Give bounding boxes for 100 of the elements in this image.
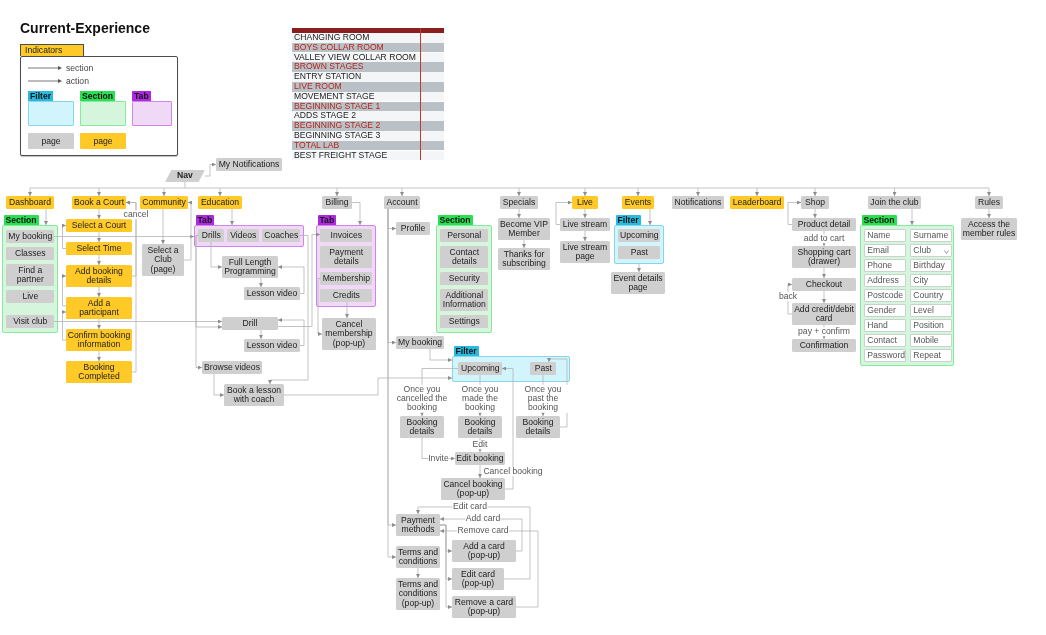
edge-label: Remove card (456, 526, 510, 536)
page-box: Account (384, 196, 420, 209)
page-box: Payment details (320, 246, 373, 269)
input-field: Gender (864, 304, 907, 318)
page-box: Find a partner (6, 264, 55, 287)
page-box: Dashboard (6, 196, 54, 209)
input-field: Position (910, 319, 953, 333)
page-box: Checkout (792, 278, 856, 291)
table-cell: VALLEY VIEW COLLAR ROOM (292, 52, 420, 63)
page-box: Add a card (pop-up) (452, 540, 516, 562)
edge-label: Cancel booking (482, 466, 544, 477)
page-box: Notifications (672, 196, 724, 209)
page-box: Browse videos (202, 361, 262, 374)
table-cell: CHANGING ROOM (292, 33, 420, 43)
page-box: Videos (227, 229, 260, 243)
edge-label: Once you cancelled the booking (394, 384, 450, 413)
input-field: Contact (864, 334, 907, 348)
edge-label: Edit card (452, 502, 488, 512)
input-field: City (910, 274, 953, 288)
page-box: Past (618, 246, 661, 260)
input-field: Phone (864, 259, 907, 273)
page-box: Select Time (66, 242, 132, 255)
table-cell: BEST FREIGHT STAGE (292, 150, 420, 161)
page-box: Lesson video (244, 287, 300, 300)
page-box: Shop (801, 196, 829, 209)
input-field: Repeat (910, 349, 953, 363)
table-cell: BEGINNING STAGE 1 (292, 101, 420, 112)
page-box: Upcoming (458, 362, 503, 376)
page-box: Booking details (400, 416, 444, 438)
table-cell: BEGINNING STAGE 2 (292, 121, 420, 131)
page-box: Terms and conditions (pop-up) (396, 578, 440, 610)
legend-label: action (66, 76, 89, 86)
legend-label: Filter (28, 91, 53, 101)
page-box: Rules (975, 196, 1003, 209)
page-box: Book a Court (72, 196, 126, 209)
group-tab: Tab (317, 215, 337, 226)
page-box: Event details page (611, 272, 665, 294)
table-cell: TOTAL LAB (292, 140, 420, 151)
page-box: Select a Court (66, 219, 132, 232)
page-box: Live stream page (560, 241, 610, 263)
input-field: Club (910, 244, 953, 258)
page-box: Additional Information (440, 289, 489, 312)
page-box: Book a lesson with coach (224, 384, 284, 406)
page-box: Add credit/debit card (792, 303, 856, 325)
page-box: Billing (322, 196, 352, 209)
input-field: Address (864, 274, 907, 288)
input-field: Email (864, 244, 907, 258)
group-tab: Filter (453, 346, 479, 357)
page-box: Add booking details (66, 265, 132, 287)
page-box: Live (572, 196, 598, 209)
page-box: Confirmation (792, 339, 856, 352)
page-box: Upcoming (618, 229, 661, 243)
page-box: Community (140, 196, 188, 209)
page-box: Full Length Programming (222, 256, 278, 278)
page-box: Edit booking (455, 452, 505, 465)
input-field: Password (864, 349, 907, 363)
page-box: Shopping cart (drawer) (792, 246, 856, 268)
legend-label: Tab (132, 91, 151, 101)
input-field: Surname (910, 229, 953, 243)
page-box: Credits (320, 289, 373, 303)
page-box: Drills (198, 229, 225, 243)
input-field: Level (910, 304, 953, 318)
table-cell: ADDS STAGE 2 (292, 111, 420, 121)
page-box: Thanks for subscribing (498, 248, 550, 270)
page-box: Profile (396, 222, 430, 235)
legend-swatch: page (28, 133, 74, 149)
input-field: Hand (864, 319, 907, 333)
page-box: Access the member rules (961, 218, 1017, 240)
input-field: Mobile (910, 334, 953, 348)
legend-swatch: page (80, 133, 126, 149)
group-tab: Section (3, 215, 39, 226)
table-cell: BEGINNING STAGE 3 (292, 131, 420, 141)
group-tab: Tab (195, 215, 215, 226)
page-box: Personal (440, 229, 489, 243)
page-box: Payment methods (396, 514, 440, 536)
table-cell: BOYS COLLAR ROOM (292, 42, 420, 53)
edge-label: Edit (472, 440, 488, 450)
edge-label: Add card (465, 514, 501, 524)
table-cell: ENTRY STATION (292, 72, 420, 82)
page-box: Product detail (792, 218, 856, 231)
diagram-title: Current-Experience (20, 20, 150, 37)
page-box: Lesson video (244, 339, 300, 352)
page-box: My booking (396, 336, 444, 349)
page-box: Live (6, 290, 55, 304)
page-box: Terms and conditions (396, 546, 440, 568)
legend-label: section (66, 63, 94, 73)
page-box: Visit club (6, 315, 55, 329)
input-field: Birthday (910, 259, 953, 273)
page-box: Join the club (868, 196, 921, 209)
group-tab: Section (437, 215, 473, 226)
table-cell: MOVEMENT STAGE (292, 91, 420, 102)
page-box: Leaderboard (730, 196, 784, 209)
group-tab: Section (861, 215, 897, 226)
input-field: Name (864, 229, 907, 243)
page-box: Remove a card (pop-up) (452, 596, 516, 618)
page-box: Education (198, 196, 242, 209)
page-box: My booking (6, 230, 55, 244)
page-box: Coaches (262, 229, 301, 243)
edge-label: Invite (427, 453, 450, 464)
page-box: Booking details (458, 416, 502, 438)
